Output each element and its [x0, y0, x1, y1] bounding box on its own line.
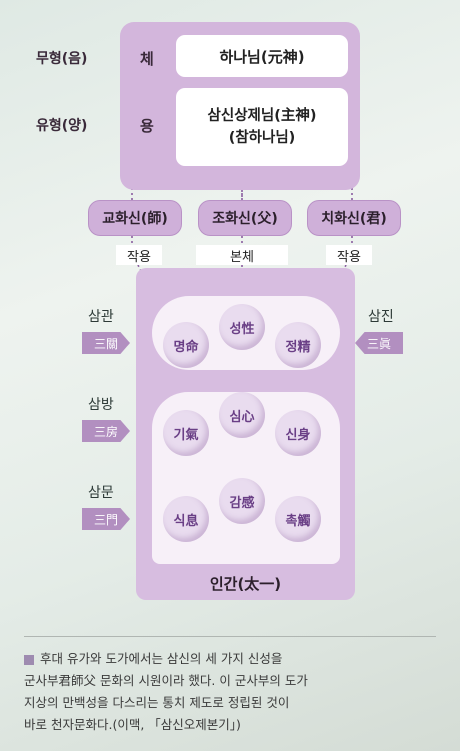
caption-text-1: 후대 유가와 도가에서는 삼신의 세 가지 신성을 — [40, 651, 283, 666]
tag-sambang: 三房 — [82, 420, 130, 442]
caption: 후대 유가와 도가에서는 삼신의 세 가지 신성을 군사부君師父 문화의 시원이… — [24, 648, 444, 736]
god-teaching: 교화신(師) — [88, 200, 182, 236]
caption-rule — [24, 636, 436, 637]
circle-sim: 심心 — [219, 392, 265, 438]
circle-chok: 촉觸 — [275, 496, 321, 542]
label-action-left: 작용 — [116, 245, 162, 265]
caption-line-4: 바로 천자문화다.(이맥, 「삼신오제본기」) — [24, 717, 241, 732]
circle-sin: 신身 — [275, 410, 321, 456]
caption-line-1: 후대 유가와 도가에서는 삼신의 세 가지 신성을 — [24, 648, 444, 670]
circle-gi: 기氣 — [163, 410, 209, 456]
label-body-che: 체 — [140, 50, 154, 68]
label-action-right: 작용 — [326, 245, 372, 265]
label-form: 유형(양) — [36, 118, 88, 134]
tag-samgwan: 三關 — [82, 332, 130, 354]
label-use-yong: 용 — [140, 117, 154, 135]
caption-line-3: 지상의 만백성을 다스리는 통치 제도로 정립된 것이 — [24, 695, 290, 710]
circle-gam: 감感 — [219, 478, 265, 524]
box-original-god: 하나님(元神) — [176, 35, 348, 77]
caption-line-2: 군사부君師父 문화의 시원이라 했다. 이 군사부의 도가 — [24, 673, 308, 688]
label-formless: 무형(음) — [36, 51, 88, 67]
caption-bullet-icon — [24, 654, 34, 665]
label-samgwan: 삼관 — [88, 309, 114, 325]
circle-seong: 성性 — [219, 304, 265, 350]
main-god-line2: (참하나님) — [228, 130, 296, 146]
god-governance: 치화신(君) — [307, 200, 401, 236]
box-main-god: 삼신상제님(主神) (참하나님) — [176, 88, 348, 166]
god-creation: 조화신(父) — [198, 200, 292, 236]
circle-sik: 식息 — [163, 496, 209, 542]
label-sammun: 삼문 — [88, 485, 114, 501]
human-title: 인간(太一) — [209, 575, 282, 593]
circle-myeong: 명命 — [163, 322, 209, 368]
label-sambang: 삼방 — [88, 397, 114, 413]
tag-samjin: 三眞 — [355, 332, 403, 354]
label-essence: 본체 — [196, 245, 288, 265]
label-samjin: 삼진 — [368, 309, 394, 325]
tag-sammun: 三門 — [82, 508, 130, 530]
circle-jeong: 정精 — [275, 322, 321, 368]
main-god-line1: 삼신상제님(主神) — [207, 108, 317, 124]
